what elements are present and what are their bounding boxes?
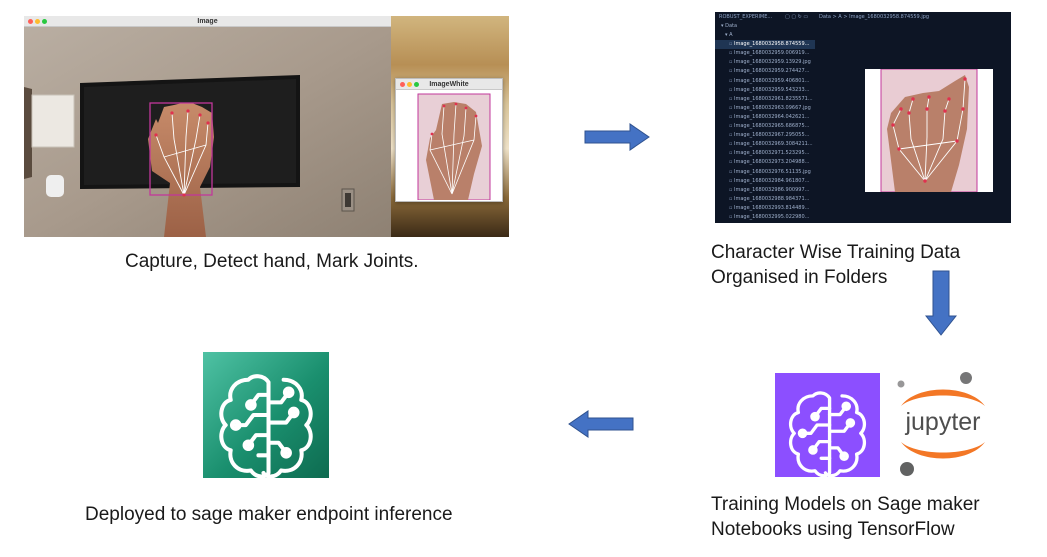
file-item[interactable]: Image_1680032964.042621...: [715, 113, 815, 122]
training-caption-line2: Notebooks using TensorFlow: [711, 519, 955, 540]
maximize-icon: [414, 82, 419, 87]
imagewhite-titlebar: ImageWhite: [396, 79, 502, 90]
image-preview: [865, 68, 993, 193]
minimize-icon: [407, 82, 412, 87]
organise-caption: Character Wise Training Data Organised i…: [711, 240, 960, 290]
arrow-right-1: [584, 123, 650, 151]
file-item[interactable]: Image_1680032959.13929.jpg: [715, 58, 815, 67]
image-window-title: Image: [197, 18, 218, 25]
arrow-left: [568, 410, 634, 438]
file-item[interactable]: Image_1680032958.874559...: [715, 40, 815, 50]
hand-skeleton-image: [396, 90, 502, 201]
sagemaker-brain-icon: [203, 352, 329, 478]
explorer-tree: ▾ Data ▾ A Image_1680032958.874559...Ima…: [715, 22, 815, 222]
close-icon: [400, 82, 405, 87]
capture-caption: Capture, Detect hand, Mark Joints.: [125, 251, 419, 272]
file-item[interactable]: Image_1680032961.8235571...: [715, 95, 815, 104]
file-item[interactable]: Image_1680032988.984371...: [715, 195, 815, 204]
sagemaker-logo-deploy: [203, 352, 329, 478]
file-item[interactable]: Image_1680032995.022980...: [715, 213, 815, 222]
sagemaker-brain-icon: [788, 391, 867, 478]
file-explorer-screenshot: ROBUST_EXPERIME... ▢ ▢ ↻ ▭ Data > A > Im…: [715, 12, 1011, 223]
jupyter-wordmark: jupyter: [904, 408, 980, 436]
file-item[interactable]: Image_1680032984.961807...: [715, 177, 815, 186]
maximize-icon: [42, 19, 47, 24]
file-item[interactable]: Image_1680032959.006919...: [715, 49, 815, 58]
imagewhite-window: ImageWhite: [395, 78, 503, 202]
jupyter-moon-top: [960, 372, 972, 384]
folder-a[interactable]: ▾ A: [725, 32, 733, 39]
file-item[interactable]: Image_1680032959.543233...: [715, 86, 815, 95]
capture-screenshot: Image: [24, 16, 509, 237]
image-window-titlebar: Image: [24, 16, 391, 27]
camera-frame: [24, 27, 391, 237]
file-item[interactable]: Image_1680032963.09667.jpg: [715, 104, 815, 113]
organise-caption-line1: Character Wise Training Data: [711, 242, 961, 263]
jupyter-moon-small: [897, 380, 905, 388]
explorer-header: ROBUST_EXPERIME... ▢ ▢ ↻ ▭ Data > A > Im…: [715, 12, 1011, 22]
training-caption: Training Models on Sage maker Notebooks …: [711, 492, 980, 542]
file-item[interactable]: Image_1680032971.523295...: [715, 149, 815, 158]
deploy-caption: Deployed to sage maker endpoint inferenc…: [85, 504, 453, 525]
file-item[interactable]: Image_1680032959.406801...: [715, 77, 815, 86]
minimize-icon: [35, 19, 40, 24]
file-item[interactable]: Image_1680032965.686875...: [715, 122, 815, 131]
file-item[interactable]: Image_1680032973.204988...: [715, 158, 815, 167]
explorer-toolbar-icons: ▢ ▢ ↻ ▭: [785, 14, 809, 20]
jupyter-logo: jupyter: [893, 370, 993, 478]
organise-caption-line2: Organised in Folders: [711, 267, 888, 288]
folder-data[interactable]: ▾ Data: [721, 23, 738, 29]
training-caption-line1: Training Models on Sage maker: [711, 494, 980, 515]
arrow-down: [925, 270, 957, 336]
image-window: Image: [24, 16, 391, 237]
file-item[interactable]: Image_1680032967.295055...: [715, 131, 815, 140]
imagewhite-window-title: ImageWhite: [429, 81, 469, 88]
explorer-breadcrumb: Data > A > Image_1680032958.874559.jpg: [819, 14, 930, 20]
sagemaker-logo-training: [775, 373, 880, 478]
file-item[interactable]: Image_1680032969.3084211...: [715, 140, 815, 149]
file-list: Image_1680032958.874559...Image_16800329…: [715, 40, 815, 222]
file-item[interactable]: Image_1680032986.900997...: [715, 186, 815, 195]
explorer-root-label: ROBUST_EXPERIME...: [719, 14, 773, 20]
close-icon: [28, 19, 33, 24]
jupyter-moon-bottom: [900, 462, 914, 476]
file-item[interactable]: Image_1680032993.814489...: [715, 204, 815, 213]
file-item[interactable]: Image_1680032959.274427...: [715, 67, 815, 76]
file-item[interactable]: Image_1680032976.51135.jpg: [715, 168, 815, 177]
